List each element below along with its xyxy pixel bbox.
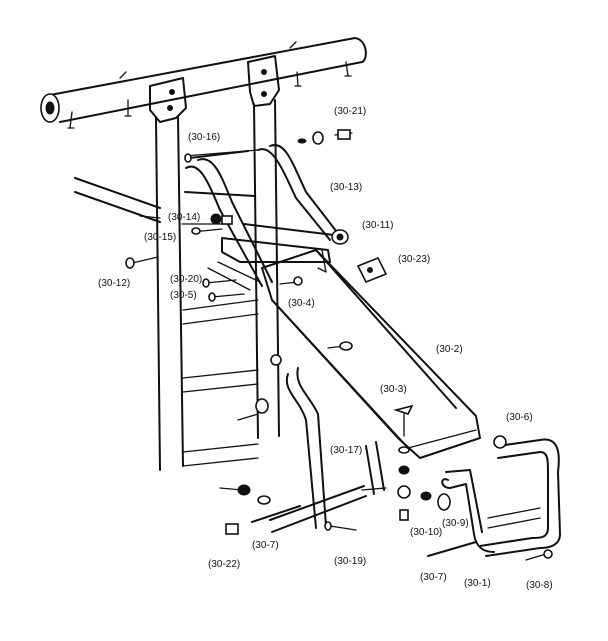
t-fitting-right	[247, 55, 280, 107]
label-30-13: (30-13)	[330, 182, 362, 193]
label-30-9: (30-9)	[442, 518, 469, 529]
label-30-6: (30-6)	[506, 412, 533, 423]
handrail-30-13	[184, 144, 341, 287]
label-30-7-left: (30-7)	[252, 540, 279, 551]
label-30-5: (30-5)	[170, 290, 197, 301]
right-leg	[253, 99, 280, 439]
label-30-10: (30-10)	[410, 527, 442, 538]
part-labels: (30-21) (30-16) (30-13) (30-14) (30-15) …	[98, 106, 553, 591]
left-leg	[155, 115, 184, 471]
label-30-23: (30-23)	[398, 254, 430, 265]
label-30-19: (30-19)	[334, 556, 366, 567]
label-30-8: (30-8)	[526, 580, 553, 591]
slide-top-board	[181, 223, 343, 291]
label-30-16: (30-16)	[188, 132, 220, 143]
label-30-11: (30-11)	[362, 220, 394, 231]
label-30-22: (30-22)	[208, 559, 240, 570]
exit-bar-30-1	[441, 435, 561, 557]
label-30-4: (30-4)	[288, 298, 315, 309]
back-frame	[74, 177, 259, 467]
label-30-20: (30-20)	[170, 274, 202, 285]
label-30-2: (30-2)	[436, 344, 463, 355]
top-beam	[40, 37, 367, 129]
label-30-12: (30-12)	[98, 278, 130, 289]
hardware	[125, 129, 553, 561]
slide-chute-30-2	[261, 249, 481, 459]
label-30-15: (30-15)	[144, 232, 176, 243]
label-30-17: (30-17)	[330, 445, 362, 456]
support-frame-30-17	[269, 367, 387, 533]
label-30-21: (30-21)	[334, 106, 366, 117]
label-30-14: (30-14)	[168, 212, 200, 223]
label-30-3: (30-3)	[380, 384, 407, 395]
t-fitting-left	[149, 77, 187, 123]
label-30-7-right: (30-7)	[420, 572, 447, 583]
label-30-1: (30-1)	[464, 578, 491, 589]
